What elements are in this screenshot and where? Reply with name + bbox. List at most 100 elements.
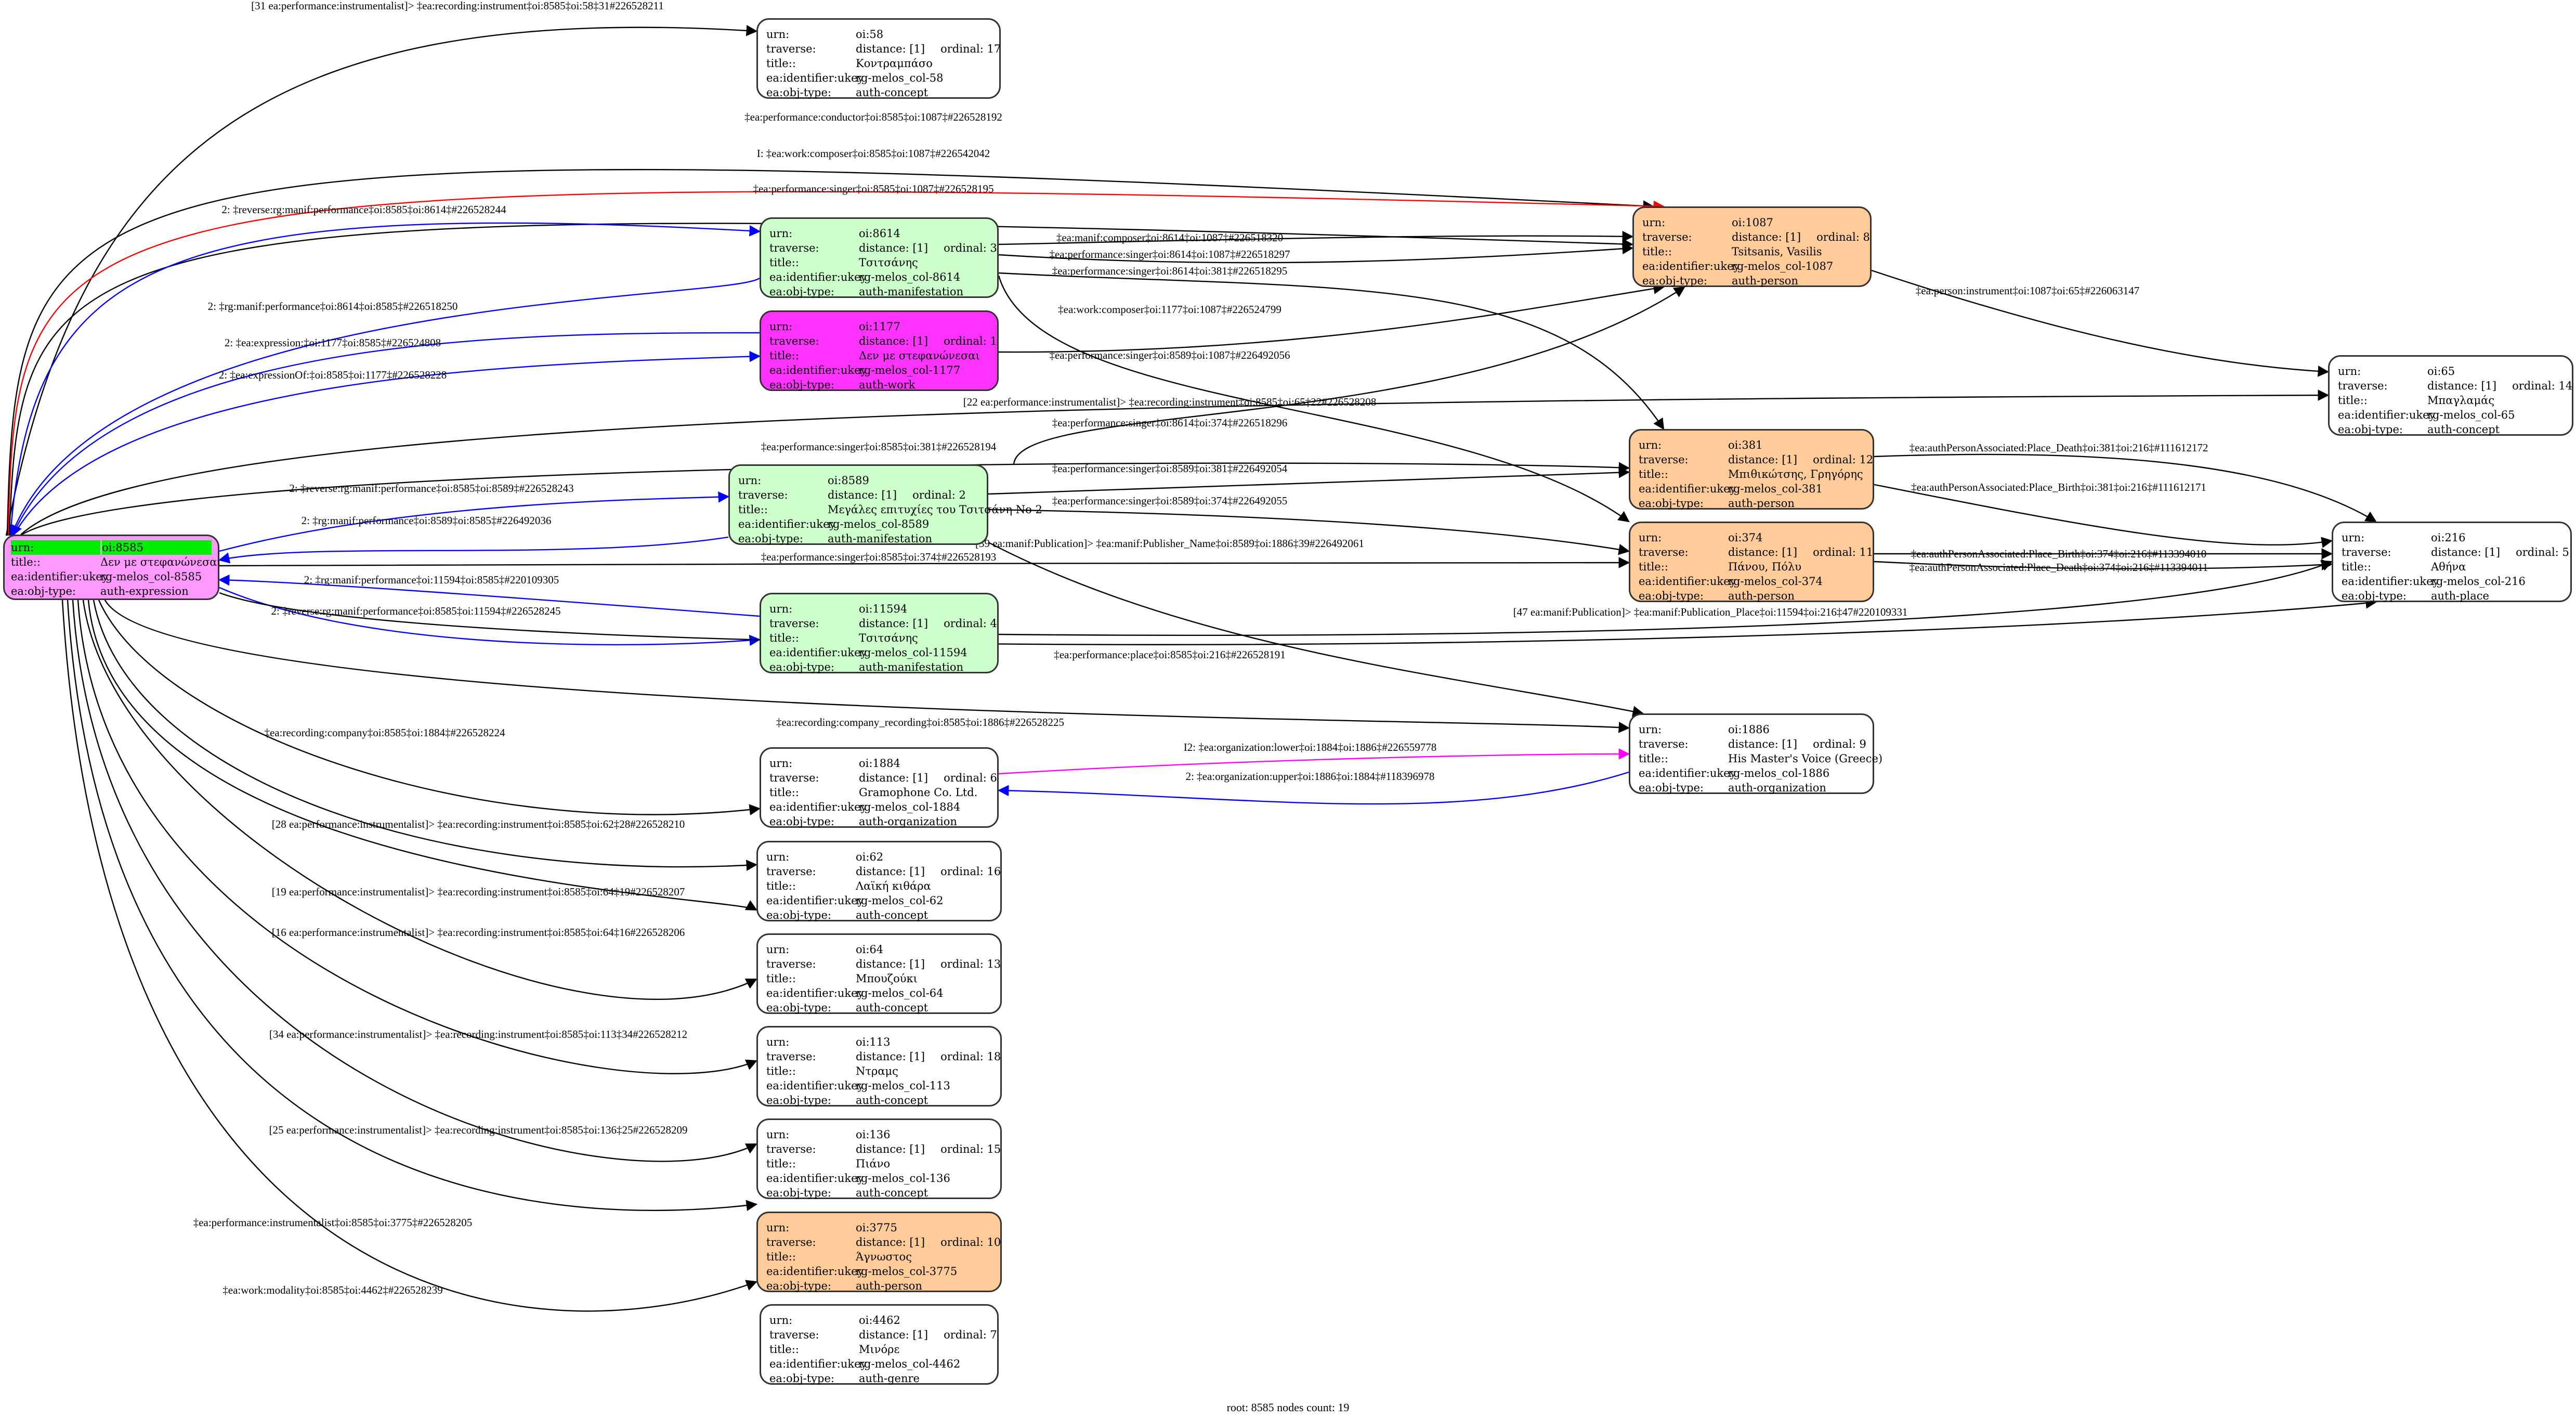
node-urn-value: oi:1087: [1732, 216, 1773, 229]
node-urn-row: urn:oi:4462: [769, 1313, 989, 1328]
node-traverse-value: distance: [1]ordinal: 4: [859, 617, 997, 630]
node-title-row: title::Gramophone Co. Ltd.: [769, 785, 989, 800]
node-traverse-value: distance: [1]ordinal: 14: [2427, 380, 2573, 392]
node-traverse-value: distance: [1]ordinal: 13: [856, 958, 1001, 970]
edge-8585-to-4462: [61, 600, 758, 1312]
node-traverse-row: traverse:distance: [1]ordinal: 6: [769, 771, 997, 785]
edge-label: 2: ‡ea:expression:‡oi:1177‡oi:8585‡#2265…: [225, 336, 441, 349]
edge-label: 2: ‡rg:manif:performance‡oi:8614‡oi:8585…: [208, 300, 458, 313]
node-urn-value: oi:216: [2431, 531, 2466, 544]
node-title-row: title::Μπουζούκι: [766, 971, 992, 986]
edge-label: [19 ea:performance:instrumentalist]> ‡ea…: [272, 886, 685, 898]
node-objtype-value: auth-person: [1732, 275, 1798, 287]
node-ukey-value: rg-melos_col-1087: [1732, 260, 1834, 272]
node-traverse-key: traverse:: [1642, 231, 1692, 243]
node-title-value: Δεν με στεφανώνεσαι: [859, 349, 980, 362]
node-urn-row: urn:oi:136: [766, 1127, 992, 1142]
edge-8585-to-62: [93, 600, 758, 871]
edge-label: ‡ea:authPersonAssociated:Place_Death‡oi:…: [1910, 561, 2208, 574]
node-title-value: Μπαγλαμάς: [2427, 394, 2495, 407]
node-objtype-row: ea:obj-type:auth-organization: [1639, 780, 1864, 795]
node-title-row: title::Λαϊκή κιθάρα: [766, 879, 992, 893]
node-urn-row: urn:oi:374: [1639, 530, 1864, 545]
node-traverse-value: distance: [1]ordinal: 5: [2431, 546, 2569, 558]
node-ukey-value: rg-melos_col-58: [856, 72, 944, 84]
node-traverse-value: distance: [1]ordinal: 17: [856, 43, 1001, 55]
node-title-value: Ντραμς: [856, 1065, 898, 1077]
node-objtype-row: ea:obj-type:auth-person: [1639, 589, 1864, 603]
node-traverse-value: distance: [1]ordinal: 3: [859, 242, 997, 254]
node-title-row: title::Ντραμς: [766, 1064, 992, 1078]
node-title-key: title::: [766, 1065, 796, 1077]
edge-1177-to-8585: [11, 332, 760, 537]
edge-8585-to-1087: [6, 168, 1655, 536]
node-traverse-row: traverse:distance: [1]ordinal: 17: [766, 42, 1001, 56]
root-objtype-key: ea:obj-type:: [11, 585, 76, 597]
node-urn-key: urn:: [766, 1221, 790, 1234]
edge-label: ‡ea:work:modality‡oi:8585‡oi:4462‡#22652…: [223, 1284, 442, 1296]
node-traverse-key: traverse:: [738, 489, 788, 501]
edge-8585-to-136: [72, 600, 757, 1162]
edge-label: ‡ea:authPersonAssociated:Place_Birth‡oi:…: [1911, 481, 2206, 493]
node-traverse-row: traverse:distance: [1]ordinal: 9: [1639, 737, 1866, 751]
node-objtype-value: auth-concept: [856, 1094, 929, 1107]
node-ukey-key: ea:identifier:ukey: [738, 518, 836, 530]
node-traverse-row: traverse:distance: [1]ordinal: 10: [766, 1235, 1001, 1250]
root-node[interactable]: urn: oi:8585 title:: Δεν με στεφανώνεσαι…: [3, 535, 221, 600]
node-urn-key: urn:: [769, 757, 793, 770]
node-urn-key: urn:: [766, 28, 790, 41]
node-traverse-row: traverse:distance: [1]ordinal: 18: [766, 1049, 1001, 1064]
node-traverse-value: distance: [1]ordinal: 12: [1728, 453, 1874, 466]
node-urn-row: urn:oi:11594: [769, 602, 989, 616]
node-ukey-value: rg-melos_col-8614: [859, 271, 961, 283]
node-urn-key: urn:: [769, 227, 793, 240]
edge-label: 2: ‡reverse:rg:manif:performance‡oi:8585…: [289, 482, 573, 495]
edge-1884-to-1886: [998, 748, 1630, 775]
root-urn-value: oi:8585: [102, 540, 212, 555]
node-urn-row: urn:oi:62: [766, 850, 992, 864]
edge-label: ‡ea:performance:conductor‡oi:8585‡oi:108…: [744, 111, 1002, 123]
node-title-row: title::Πιάνο: [766, 1156, 992, 1171]
node-title-key: title::: [766, 1157, 796, 1170]
node-urn-key: urn:: [766, 943, 790, 956]
edge-8589-to-381: [988, 466, 1630, 495]
edge-label: 2: ‡reverse:rg:manif:performance‡oi:8585…: [221, 203, 506, 216]
node-objtype-row: ea:obj-type:auth-concept: [766, 1186, 992, 1200]
node-ordinal-value: ordinal: 1: [944, 335, 997, 347]
edge-8614-to-381: [998, 272, 1665, 430]
edge-label: ‡ea:manif:composer‡oi:8614‡oi:1087‡#2265…: [1056, 231, 1283, 244]
node-title-value: Πιάνο: [856, 1157, 891, 1170]
node-objtype-key: ea:obj-type:: [2338, 423, 2403, 436]
node-ukey-key: ea:identifier:ukey: [769, 1358, 867, 1370]
node-objtype-row: ea:obj-type:auth-manifestation: [769, 660, 989, 674]
root-title-key: title::: [11, 556, 41, 568]
edge-8614-to-1087: [998, 230, 1634, 245]
edge-label: 2: ‡rg:manif:performance‡oi:11594‡oi:858…: [304, 574, 559, 586]
node-ukey-value: rg-melos_col-62: [856, 894, 944, 907]
node-traverse-key: traverse:: [1639, 546, 1689, 558]
node-traverse-key: traverse:: [766, 865, 816, 878]
node-title-key: title::: [769, 632, 799, 644]
node-title-value: Μπιθικώτσης, Γρηγόρης: [1728, 468, 1863, 480]
node-urn-value: oi:65: [2427, 365, 2455, 378]
